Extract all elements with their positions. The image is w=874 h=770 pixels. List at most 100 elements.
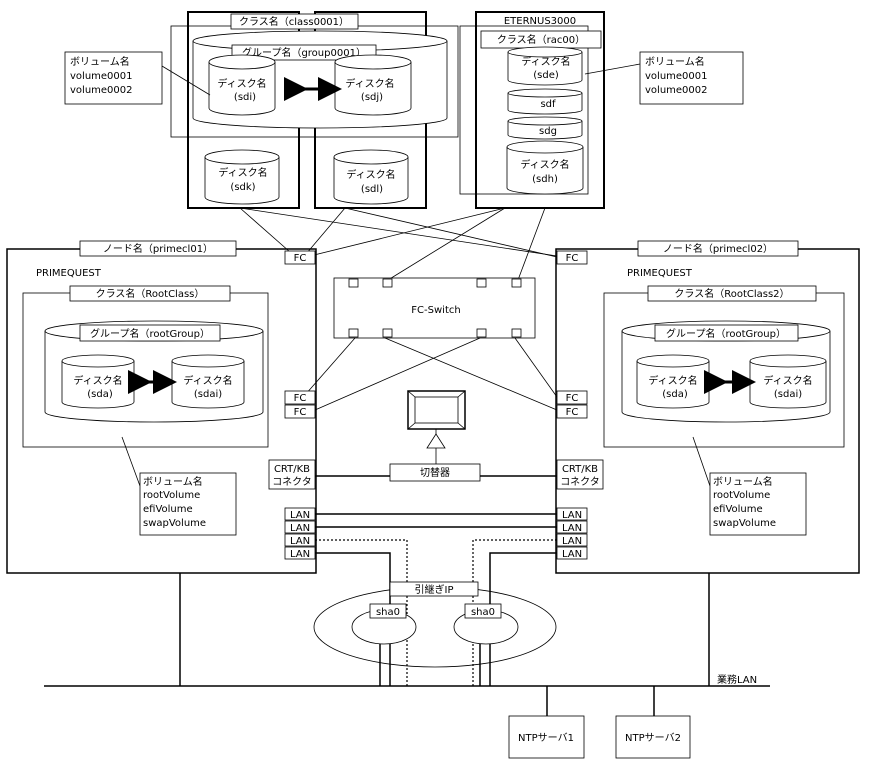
sha0-label: sha0 bbox=[376, 607, 400, 618]
svg-text:rootVolume: rootVolume bbox=[713, 490, 770, 501]
svg-text:(sdi): (sdi) bbox=[234, 92, 256, 103]
fc-port: FC bbox=[294, 253, 307, 264]
disk-sda: ディスク名 (sda) bbox=[61, 354, 135, 409]
svg-text:ボリューム名: ボリューム名 bbox=[143, 475, 203, 488]
svg-text:(sdai): (sdai) bbox=[774, 389, 802, 400]
svg-text:ディスク名: ディスク名 bbox=[346, 168, 395, 181]
svg-text:ディスク名: ディスク名 bbox=[520, 158, 569, 171]
lan-port: LAN bbox=[290, 536, 310, 547]
class-label-rootclass: クラス名（RootClass） bbox=[96, 287, 205, 300]
lan-port: LAN bbox=[562, 536, 582, 547]
lan-port: LAN bbox=[562, 549, 582, 560]
svg-text:swapVolume: swapVolume bbox=[713, 518, 776, 529]
takeover-ip-group: 引継ぎIP sha0 sha0 bbox=[313, 581, 557, 668]
disk-sdh: ディスク名 (sdh) bbox=[506, 140, 584, 195]
group-label-rootgroup: グループ名（rootGroup） bbox=[666, 327, 786, 340]
crt-kb-connector: CRT/KB bbox=[274, 464, 310, 475]
cluster-interconnect bbox=[315, 513, 557, 528]
lan-port: LAN bbox=[290, 523, 310, 534]
disk-sdl: ディスク名 (sdl) bbox=[333, 149, 409, 205]
svg-text:ディスク名: ディスク名 bbox=[763, 374, 812, 387]
lan-port: LAN bbox=[562, 523, 582, 534]
disk-sdai: ディスク名 (sdai) bbox=[171, 354, 245, 409]
svg-text:コネクタ: コネクタ bbox=[560, 476, 600, 488]
svg-text:sdg: sdg bbox=[539, 126, 557, 137]
eternus3000-enclosure: ETERNUS3000 クラス名（rac00） ディスク名 (sde) sdf … bbox=[459, 11, 605, 209]
svg-text:volume0002: volume0002 bbox=[70, 85, 133, 96]
svg-text:(sdj): (sdj) bbox=[361, 92, 383, 103]
svg-text:(sdh): (sdh) bbox=[532, 174, 558, 185]
fc-port: FC bbox=[566, 393, 579, 404]
business-lan-label: 業務LAN bbox=[717, 673, 757, 686]
svg-text:volume0001: volume0001 bbox=[645, 71, 708, 82]
svg-text:sdf: sdf bbox=[540, 99, 556, 110]
lan-port: LAN bbox=[290, 510, 310, 521]
fc-port: FC bbox=[566, 407, 579, 418]
class-label-rootclass2: クラス名（RootClass2） bbox=[674, 287, 789, 300]
svg-text:ボリューム名: ボリューム名 bbox=[70, 55, 130, 68]
business-lan-links bbox=[315, 552, 557, 686]
node-primecl02: ノード名（primecl02） PRIMEQUEST クラス名（RootClas… bbox=[555, 240, 860, 574]
disk-sde: ディスク名 (sde) bbox=[507, 46, 583, 86]
node-primecl01: ノード名（primecl01） PRIMEQUEST クラス名（RootClas… bbox=[6, 240, 317, 574]
svg-text:rootVolume: rootVolume bbox=[143, 490, 200, 501]
svg-text:(sda): (sda) bbox=[87, 389, 113, 400]
svg-text:ディスク名: ディスク名 bbox=[217, 77, 266, 90]
ntp-server-2: NTPサーバ2 bbox=[615, 686, 691, 759]
node-lan-drops bbox=[179, 573, 710, 686]
svg-text:ディスク名: ディスク名 bbox=[345, 77, 394, 90]
svg-text:volume0002: volume0002 bbox=[645, 85, 708, 96]
fc-cabling bbox=[239, 207, 558, 411]
fc-switch: FC-Switch bbox=[333, 277, 536, 339]
kvm-switch-label: 切替器 bbox=[420, 466, 450, 479]
svg-text:(sdl): (sdl) bbox=[361, 184, 383, 195]
group-label-group0001: グループ名（group0001） bbox=[242, 46, 366, 59]
ntp-server-2-label: NTPサーバ2 bbox=[625, 732, 681, 744]
volume-box-storage-right: ボリューム名 volume0001 volume0002 bbox=[584, 51, 744, 105]
svg-text:ボリューム名: ボリューム名 bbox=[645, 55, 705, 68]
svg-text:ディスク名: ディスク名 bbox=[73, 374, 122, 387]
disk-sdk: ディスク名 (sdk) bbox=[204, 149, 280, 205]
class-label-class0001: クラス名（class0001） bbox=[239, 15, 349, 28]
sha0-label: sha0 bbox=[471, 607, 495, 618]
group-label-rootgroup: グループ名（rootGroup） bbox=[90, 327, 210, 340]
svg-text:efiVolume: efiVolume bbox=[713, 504, 763, 515]
ntp-server-1-label: NTPサーバ1 bbox=[518, 732, 574, 744]
console-monitor-icon bbox=[407, 390, 466, 464]
disk-sdf: sdf bbox=[507, 88, 583, 115]
fc-port: FC bbox=[294, 407, 307, 418]
fc-port: FC bbox=[294, 393, 307, 404]
svg-text:(sdk): (sdk) bbox=[230, 182, 255, 193]
disk-sdj: ディスク名 (sdj) bbox=[334, 54, 412, 116]
fc-port: FC bbox=[566, 253, 579, 264]
svg-text:(sda): (sda) bbox=[662, 389, 688, 400]
storage-left-enclosure: クラス名（class0001） グループ名（group0001） ディスク名 (… bbox=[170, 11, 459, 209]
fc-switch-label: FC-Switch bbox=[411, 305, 460, 316]
admin-lan-dotted bbox=[315, 539, 557, 686]
svg-text:swapVolume: swapVolume bbox=[143, 518, 206, 529]
disk-sda: ディスク名 (sda) bbox=[636, 354, 710, 409]
disk-sdai: ディスク名 (sdai) bbox=[749, 354, 827, 409]
svg-text:(sde): (sde) bbox=[533, 70, 559, 81]
takeover-ip-label: 引継ぎIP bbox=[415, 583, 454, 596]
svg-text:コネクタ: コネクタ bbox=[272, 476, 312, 488]
crt-kb-connector: CRT/KB bbox=[562, 464, 598, 475]
ntp-server-1: NTPサーバ1 bbox=[508, 686, 585, 759]
product-label: PRIMEQUEST bbox=[627, 268, 693, 279]
svg-text:volume0001: volume0001 bbox=[70, 71, 133, 82]
node-title: ノード名（primecl01） bbox=[103, 242, 213, 255]
class-label-rac00: クラス名（rac00） bbox=[497, 33, 585, 46]
svg-text:ディスク名: ディスク名 bbox=[648, 374, 697, 387]
svg-text:ディスク名: ディスク名 bbox=[521, 55, 570, 68]
kvm-switch: 切替器 bbox=[315, 463, 557, 482]
product-label: PRIMEQUEST bbox=[36, 268, 102, 279]
svg-text:efiVolume: efiVolume bbox=[143, 504, 193, 515]
lan-port: LAN bbox=[562, 510, 582, 521]
svg-text:ディスク名: ディスク名 bbox=[218, 166, 267, 179]
svg-text:ボリューム名: ボリューム名 bbox=[713, 475, 773, 488]
node-title: ノード名（primecl02） bbox=[663, 242, 773, 255]
svg-text:(sdai): (sdai) bbox=[194, 389, 222, 400]
eternus-title: ETERNUS3000 bbox=[504, 16, 576, 27]
disk-sdg: sdg bbox=[507, 116, 583, 140]
